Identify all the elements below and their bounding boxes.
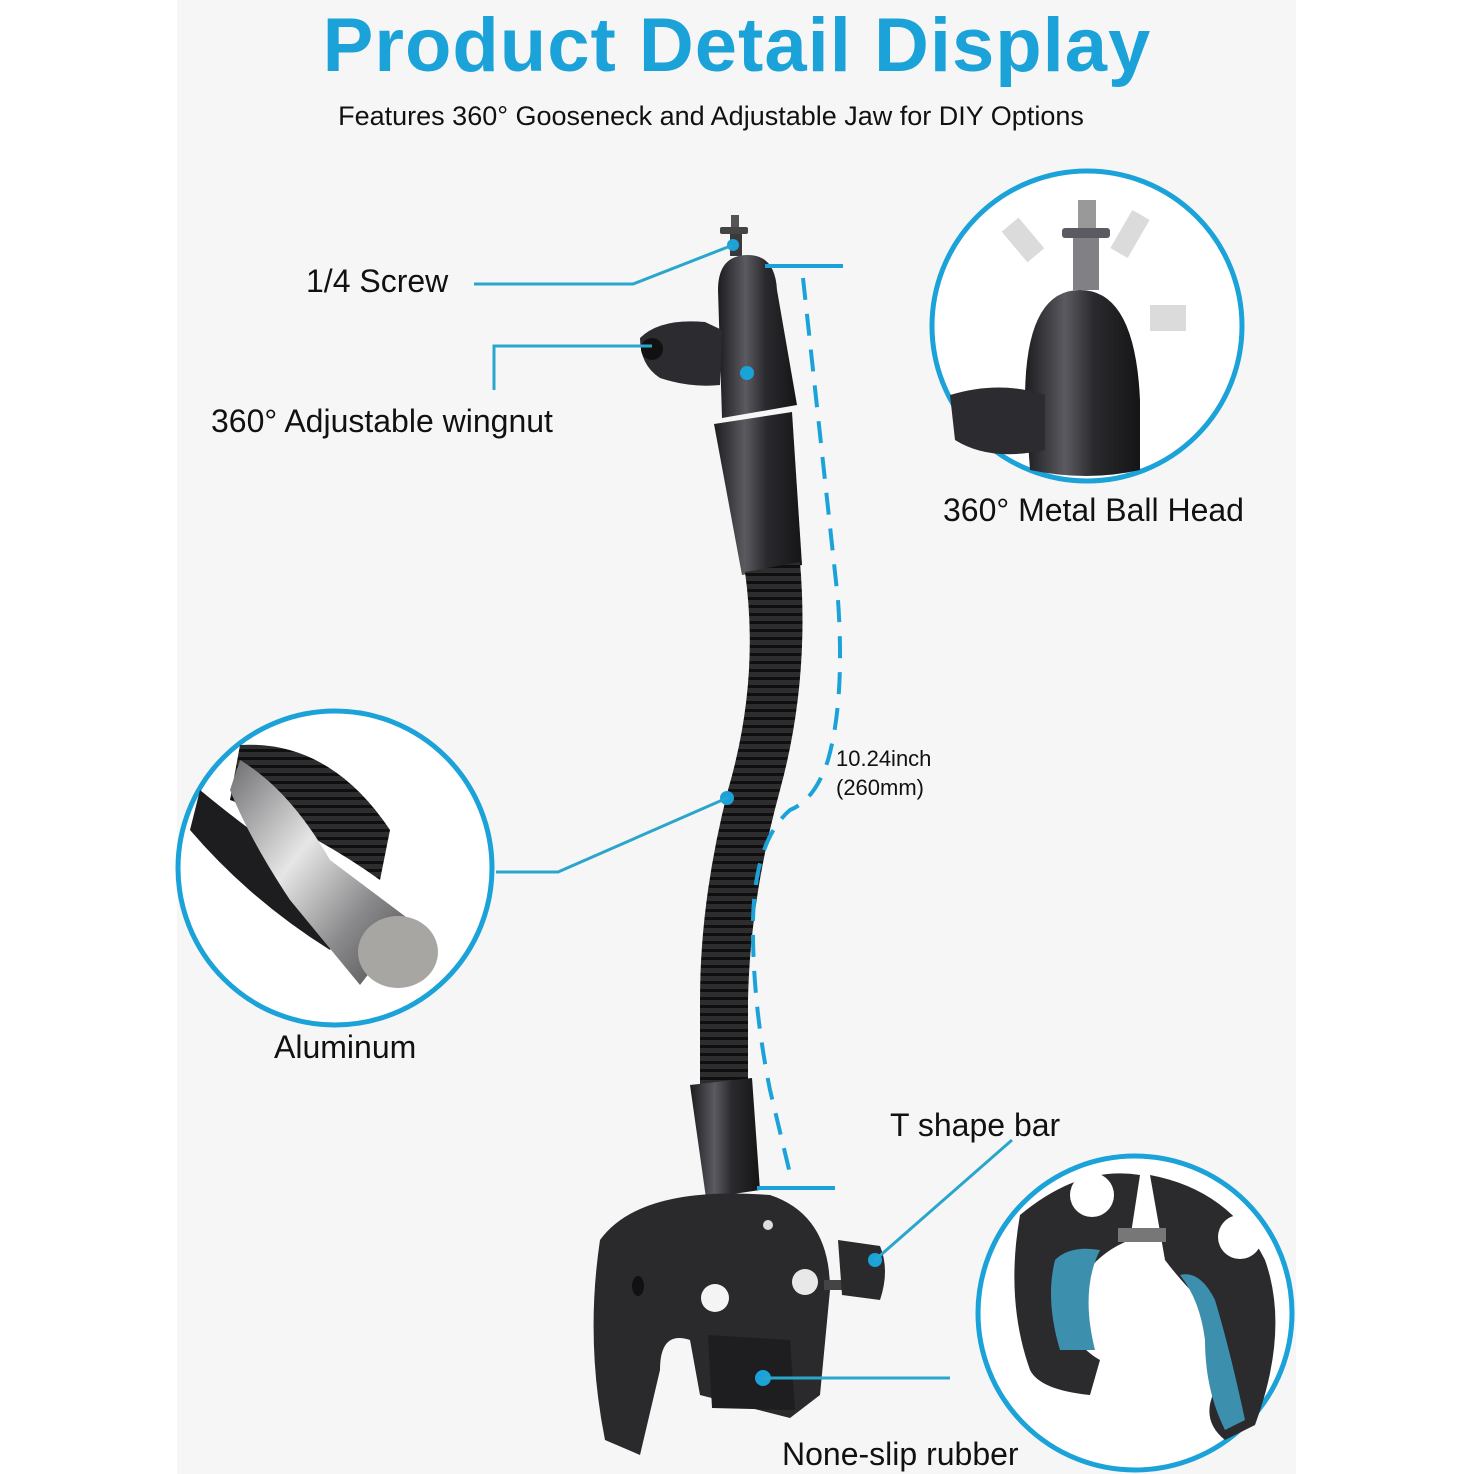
gooseneck xyxy=(700,562,803,1085)
clamp xyxy=(593,1193,885,1455)
dimension-label-inches: 10.24inch xyxy=(836,746,932,771)
callout-lines xyxy=(474,243,1013,1380)
detail-circle-jaw xyxy=(975,1153,1295,1473)
lower-sleeve xyxy=(690,1078,760,1198)
callout-label-rubber: None-slip rubber xyxy=(782,1436,1019,1472)
upper-sleeve xyxy=(714,412,802,575)
dimension-label-mm: (260mm) xyxy=(836,775,925,800)
detail-circle-aluminum xyxy=(175,708,495,1028)
ball-head xyxy=(640,215,797,418)
callout-label-aluminum: Aluminum xyxy=(274,1029,417,1065)
callout-label-screw: 1/4 Screw xyxy=(306,263,449,299)
dimension-line xyxy=(750,264,843,1190)
callout-label-wingnut: 360° Adjustable wingnut xyxy=(211,403,553,439)
callout-label-ball-head: 360° Metal Ball Head xyxy=(943,492,1244,528)
page-subtitle: Features 360° Gooseneck and Adjustable J… xyxy=(338,101,1084,131)
page-title: Product Detail Display xyxy=(322,3,1152,88)
detail-circle-ball-head xyxy=(929,168,1245,484)
callout-label-t-bar: T shape bar xyxy=(890,1107,1061,1143)
